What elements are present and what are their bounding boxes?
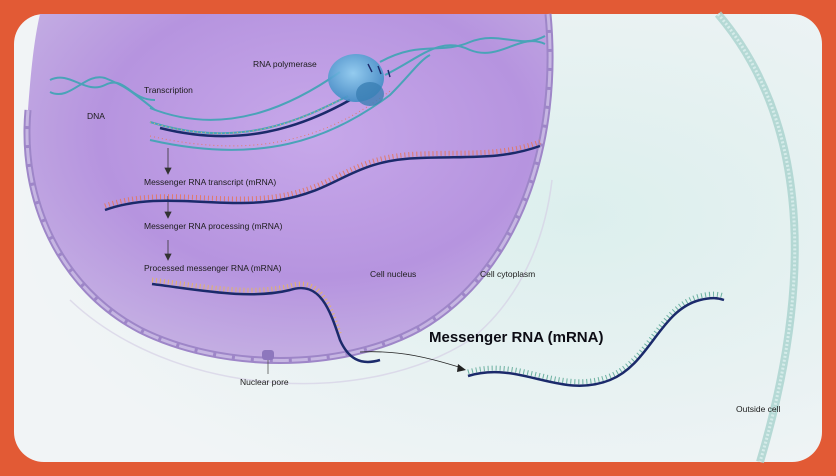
- processed-mrna-label: Processed messenger RNA (mRNA): [144, 264, 281, 273]
- dna-label: DNA: [87, 112, 105, 121]
- nuclear-pore-label: Nuclear pore: [240, 378, 289, 387]
- cell-cytoplasm-label: Cell cytoplasm: [480, 270, 535, 279]
- mrna-processing-label: Messenger RNA processing (mRNA): [144, 222, 282, 231]
- outside-cell-label: Outside cell: [736, 405, 780, 414]
- mrna-transcript-label: Messenger RNA transcript (mRNA): [144, 178, 276, 187]
- mrna-title: Messenger RNA (mRNA): [429, 330, 603, 345]
- transcription-label: Transcription: [144, 86, 193, 95]
- cell-nucleus-label: Cell nucleus: [370, 270, 416, 279]
- rna-polymerase-label: RNA polymerase: [253, 60, 317, 69]
